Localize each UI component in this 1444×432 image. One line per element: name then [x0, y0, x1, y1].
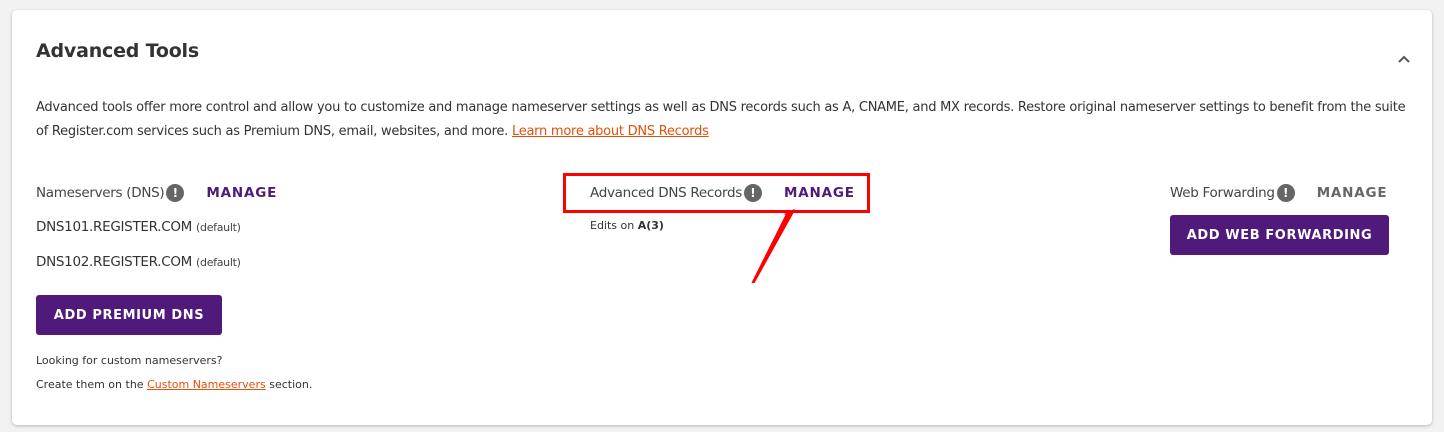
add-web-forwarding-button[interactable]: ADD WEB FORWARDING [1170, 215, 1389, 255]
nameserver-name: DNS101.REGISTER.COM [36, 219, 193, 235]
custom-ns-prefix: Create them on the [36, 378, 144, 391]
highlight-box [563, 173, 870, 213]
custom-ns-line: Create them on the Custom Nameservers se… [36, 378, 312, 391]
nameservers-manage-link[interactable]: MANAGE [206, 185, 278, 201]
nameserver-item: DNS102.REGISTER.COM (default) [36, 254, 241, 270]
advanced-dns-edits: Edits on A(3) [590, 219, 664, 232]
nameservers-header: Nameservers (DNS) ! MANAGE [36, 184, 277, 202]
advanced-tools-card: Advanced Tools Advanced tools offer more… [12, 10, 1432, 425]
custom-ns-hint: Looking for custom nameservers? [36, 354, 223, 367]
edits-prefix: Edits on [590, 219, 635, 232]
custom-ns-suffix: section. [269, 378, 313, 391]
web-forwarding-header: Web Forwarding ! MANAGE [1170, 184, 1387, 202]
edits-value: A(3) [637, 219, 664, 232]
nameservers-label: Nameservers (DNS) [36, 185, 165, 201]
nameserver-item: DNS101.REGISTER.COM (default) [36, 219, 241, 235]
description-text: Advanced tools offer more control and al… [36, 100, 1406, 139]
custom-nameservers-link[interactable]: Custom Nameservers [147, 378, 266, 391]
advanced-dns-header: Advanced DNS Records ! MANAGE [590, 184, 855, 202]
advanced-dns-label: Advanced DNS Records [590, 185, 743, 201]
arrow-annotation-icon [751, 209, 795, 283]
chevron-up-icon[interactable] [1397, 54, 1411, 64]
learn-more-dns-link[interactable]: Learn more about DNS Records [511, 124, 709, 139]
info-icon[interactable]: ! [1276, 184, 1295, 202]
nameserver-name: DNS102.REGISTER.COM [36, 254, 193, 270]
info-icon[interactable]: ! [166, 184, 185, 202]
info-icon[interactable]: ! [744, 184, 763, 202]
section-description: Advanced tools offer more control and al… [36, 96, 1406, 144]
advanced-dns-manage-link[interactable]: MANAGE [784, 185, 855, 201]
nameserver-tag: (default) [196, 256, 241, 269]
web-forwarding-manage-link[interactable]: MANAGE [1316, 185, 1388, 201]
add-premium-dns-button[interactable]: ADD PREMIUM DNS [36, 295, 222, 335]
nameserver-tag: (default) [196, 221, 241, 234]
web-forwarding-label: Web Forwarding [1170, 185, 1275, 201]
section-title: Advanced Tools [36, 40, 199, 62]
